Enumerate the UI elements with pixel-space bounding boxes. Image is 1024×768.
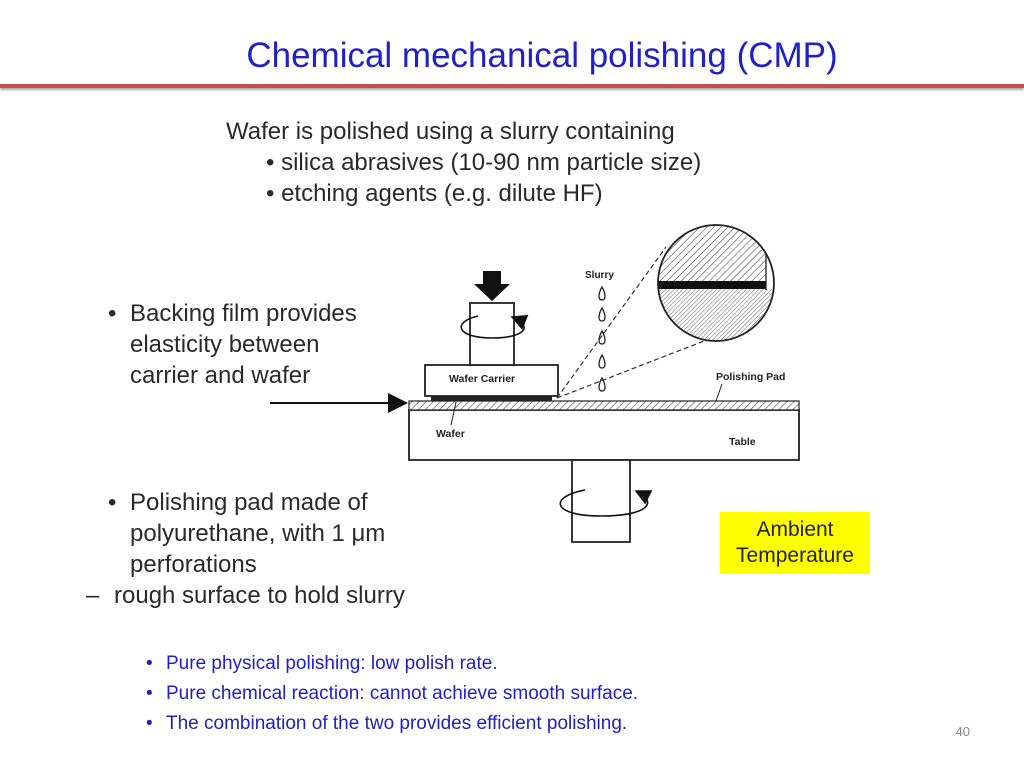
polishing-pad bbox=[408, 400, 800, 411]
bullet-marker: • bbox=[146, 653, 153, 674]
polishing-pad-line: polyurethane, with 1 μm bbox=[130, 520, 386, 547]
zoom-line bbox=[556, 246, 667, 399]
label-wafer: Wafer bbox=[436, 428, 465, 440]
slurry-drop-icon bbox=[598, 329, 606, 345]
zoom-line bbox=[556, 340, 705, 399]
zoom-detail bbox=[657, 224, 775, 342]
summary-bullet-text: The combination of the two provides effi… bbox=[166, 713, 628, 734]
wafer bbox=[431, 396, 552, 401]
polishing-pad-line: Polishing pad made of bbox=[130, 489, 368, 516]
label-slurry: Slurry bbox=[585, 270, 614, 281]
slurry-drop-icon bbox=[598, 306, 606, 322]
label-wafer-carrier: Wafer Carrier bbox=[449, 373, 515, 385]
carrier-rotation-icon bbox=[460, 315, 529, 339]
intro-bullet-etching: • etching agents (e.g. dilute HF) bbox=[266, 180, 603, 207]
polishing-table bbox=[408, 409, 800, 461]
intro-bullet-silica: • silica abrasives (10-90 nm particle si… bbox=[266, 149, 702, 176]
backing-film-note: • Backing film provides elasticity betwe… bbox=[108, 298, 357, 391]
slurry-intro: Wafer is polished using a slurry contain… bbox=[226, 116, 701, 209]
table-rotation-icon bbox=[559, 489, 653, 517]
label-polishing-pad: Polishing Pad bbox=[716, 371, 785, 383]
ambient-line: Temperature bbox=[736, 544, 854, 567]
bullet-marker: • bbox=[146, 713, 153, 734]
slurry-drop-icon bbox=[598, 285, 606, 301]
polishing-pad-line: perforations bbox=[130, 551, 257, 578]
polishing-pad-note: • Polishing pad made of polyurethane, wi… bbox=[86, 487, 405, 611]
list-item: • The combination of the two provides eff… bbox=[146, 709, 638, 739]
backing-film-line: elasticity between bbox=[130, 331, 320, 358]
intro-line: Wafer is polished using a slurry contain… bbox=[226, 118, 675, 145]
slurry-drops bbox=[598, 285, 606, 392]
label-table: Table bbox=[729, 436, 756, 448]
backing-film-line: Backing film provides bbox=[130, 300, 357, 327]
rough-surface-note: rough surface to hold slurry bbox=[114, 582, 405, 609]
bullet-marker: • bbox=[146, 683, 153, 704]
pad-leader-line bbox=[715, 383, 723, 402]
list-item: • Pure chemical reaction: cannot achieve … bbox=[146, 679, 638, 709]
slurry-drop-icon bbox=[598, 353, 606, 369]
title-divider bbox=[0, 84, 1024, 88]
summary-bullets: • Pure physical polishing: low polish rat… bbox=[146, 649, 638, 739]
wafer-leader-line bbox=[450, 401, 457, 426]
bullet-marker: • bbox=[108, 300, 117, 327]
slurry-drop-icon bbox=[598, 376, 606, 392]
ambient-temperature-highlight: Ambient Temperature bbox=[720, 512, 870, 574]
backing-film-line: carrier and wafer bbox=[130, 362, 311, 389]
list-item: • Pure physical polishing: low polish rat… bbox=[146, 649, 638, 679]
summary-bullet-text: Pure chemical reaction: cannot achieve s… bbox=[166, 683, 639, 704]
table-shaft bbox=[571, 459, 631, 543]
page-number: 40 bbox=[955, 724, 970, 739]
down-force-arrow-icon bbox=[474, 271, 510, 301]
slide-title: Chemical mechanical polishing (CMP) bbox=[246, 36, 838, 75]
ambient-line: Ambient bbox=[756, 518, 834, 541]
dash-marker: – bbox=[86, 582, 100, 609]
carrier-shaft bbox=[469, 302, 515, 366]
bullet-marker: • bbox=[108, 489, 117, 516]
summary-bullet-text: Pure physical polishing: low polish rate… bbox=[166, 653, 498, 674]
